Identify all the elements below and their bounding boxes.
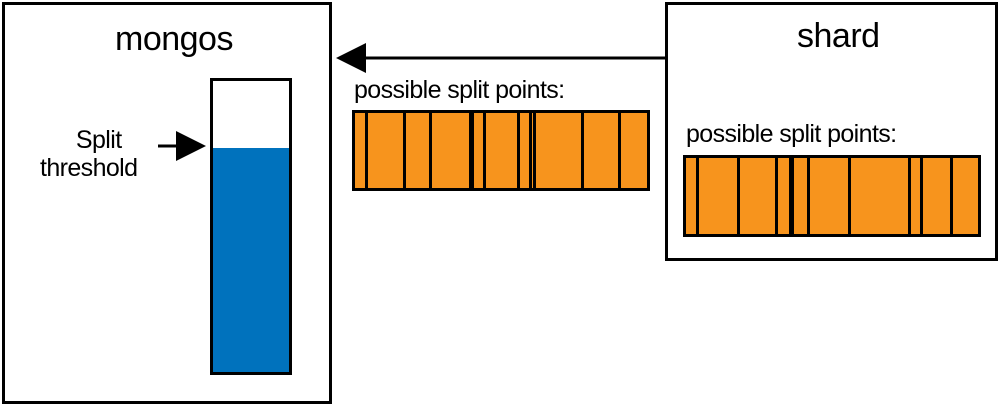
split-threshold-label-line2: threshold (40, 154, 138, 182)
mid-split-points-label: possible split points: (354, 76, 565, 104)
split-point-line (429, 113, 433, 188)
split-point-line (950, 158, 954, 234)
split-point-line (617, 113, 621, 188)
split-point-line (788, 158, 794, 234)
split-threshold-label-line1: Split (75, 126, 122, 154)
split-point-line (807, 158, 811, 234)
mongos-title: mongos (115, 20, 233, 58)
shard-title: shard (797, 17, 880, 55)
split-point-line (919, 158, 923, 234)
split-point-line (403, 113, 407, 188)
split-point-line (365, 113, 369, 188)
split-point-line (581, 113, 585, 188)
split-point-line (469, 113, 475, 188)
shard-split-points-strip (683, 155, 981, 237)
chunk-size-gauge-fill (213, 147, 289, 372)
split-point-line (517, 113, 521, 188)
split-threshold-label: Split threshold (40, 126, 138, 182)
split-point-line (533, 113, 537, 188)
split-point-line (907, 158, 911, 234)
split-point-line (775, 158, 779, 234)
split-point-line (528, 113, 532, 188)
split-point-line (737, 158, 741, 234)
shard-split-points-label: possible split points: (686, 120, 897, 148)
split-point-line (848, 158, 852, 234)
split-point-line (483, 113, 487, 188)
chunk-size-gauge (210, 78, 292, 375)
split-point-line (696, 158, 700, 234)
mid-split-points-strip (352, 110, 650, 191)
